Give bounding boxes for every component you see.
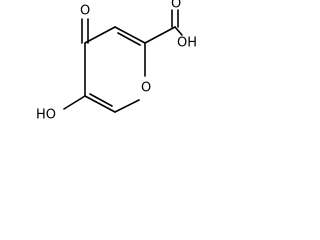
ring-bond-c4-c3 bbox=[84, 26, 116, 44]
ring-bond-c6-c5 bbox=[84, 95, 116, 113]
acid-hydroxyl-label: OH bbox=[177, 36, 197, 51]
hydroxyl-bond bbox=[63, 95, 86, 110]
acid-hydroxyl-bond bbox=[174, 26, 183, 36]
ring-bond-o1-c6 bbox=[114, 99, 140, 113]
carbonyl-oxygen-label: O bbox=[171, 0, 181, 12]
ring-oxygen-label: O bbox=[141, 81, 151, 96]
acid-bond-c2-c bbox=[144, 26, 176, 44]
ring-bond-c6-c5-double bbox=[89, 93, 113, 107]
chemical-structure: O O HO O OH bbox=[36, 0, 197, 123]
ring-bond-c3-c2-double bbox=[117, 32, 141, 46]
ring-bond-c3-c2 bbox=[114, 26, 146, 44]
hydroxyl-label: HO bbox=[36, 108, 56, 123]
keto-oxygen-label: O bbox=[80, 4, 90, 19]
